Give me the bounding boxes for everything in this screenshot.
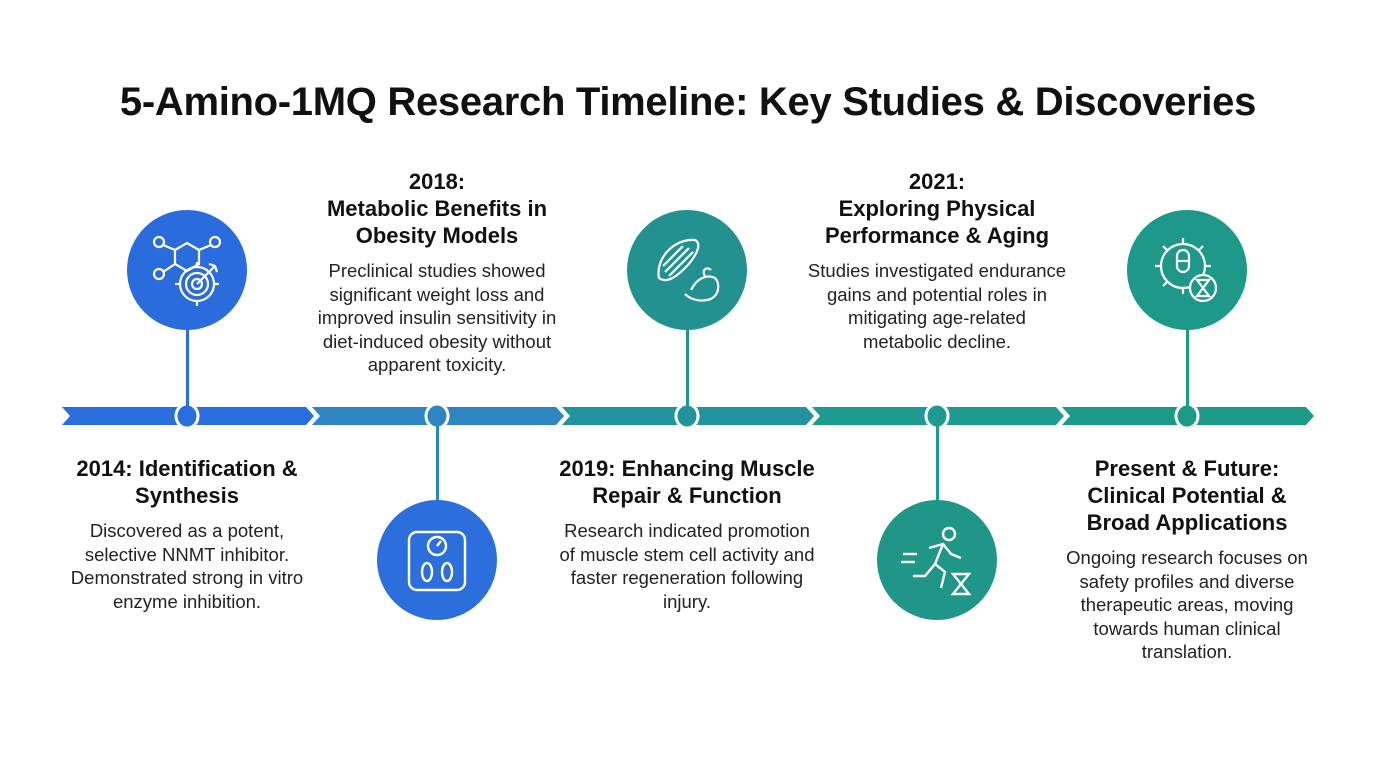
connector-line bbox=[186, 320, 189, 408]
milestone-icon-circle bbox=[877, 500, 997, 620]
connector-line bbox=[436, 426, 439, 504]
milestone-description: Discovered as a potent, selective NNMT i… bbox=[70, 520, 304, 612]
connector-line bbox=[936, 426, 939, 504]
milestone-year: 2018: bbox=[408, 169, 466, 194]
milestone-heading: Metabolic Benefits in Obesity Models bbox=[326, 196, 548, 248]
molecule-target-icon bbox=[152, 235, 222, 306]
milestone-2014: 2014: Identification & Synthesis Discove… bbox=[57, 455, 317, 613]
timeline-node bbox=[424, 402, 450, 430]
milestone-heading: 2019: Enhancing Muscle Repair & Function bbox=[559, 456, 815, 508]
milestone-icon-circle bbox=[627, 210, 747, 330]
weight-scale-icon bbox=[407, 530, 467, 592]
muscle-arm-icon bbox=[657, 238, 720, 302]
milestone-icon-circle bbox=[377, 500, 497, 620]
milestone-2021: 2021:Exploring Physical Performance & Ag… bbox=[807, 168, 1067, 353]
timeline-node bbox=[924, 402, 950, 430]
milestone-2018: 2018:Metabolic Benefits in Obesity Model… bbox=[307, 168, 567, 377]
milestone-description: Ongoing research focuses on safety profi… bbox=[1066, 547, 1308, 662]
milestone-description: Preclinical studies showed significant w… bbox=[317, 260, 557, 375]
milestone-heading: Present & Future: Clinical Potential & B… bbox=[1086, 456, 1288, 535]
page-title: 5-Amino-1MQ Research Timeline: Key Studi… bbox=[119, 80, 1257, 124]
connector-line bbox=[686, 320, 689, 408]
runner-hourglass-icon bbox=[901, 526, 972, 596]
milestone-icon-circle bbox=[1127, 210, 1247, 330]
milestone-heading: 2014: Identification & Synthesis bbox=[76, 456, 298, 508]
milestone-description: Research indicated promotion of muscle s… bbox=[559, 520, 815, 612]
connector-line bbox=[1186, 320, 1189, 408]
milestone-description: Studies investigated endurance gains and… bbox=[807, 260, 1067, 352]
gear-capsule-hourglass-icon bbox=[1155, 238, 1218, 303]
milestone-icon-circle bbox=[127, 210, 247, 330]
milestone-present-future: Present & Future: Clinical Potential & B… bbox=[1057, 455, 1317, 664]
milestone-heading: Exploring Physical Performance & Aging bbox=[824, 196, 1050, 248]
milestone-year: 2021: bbox=[908, 169, 966, 194]
milestone-2019: 2019: Enhancing Muscle Repair & Function… bbox=[557, 455, 817, 613]
